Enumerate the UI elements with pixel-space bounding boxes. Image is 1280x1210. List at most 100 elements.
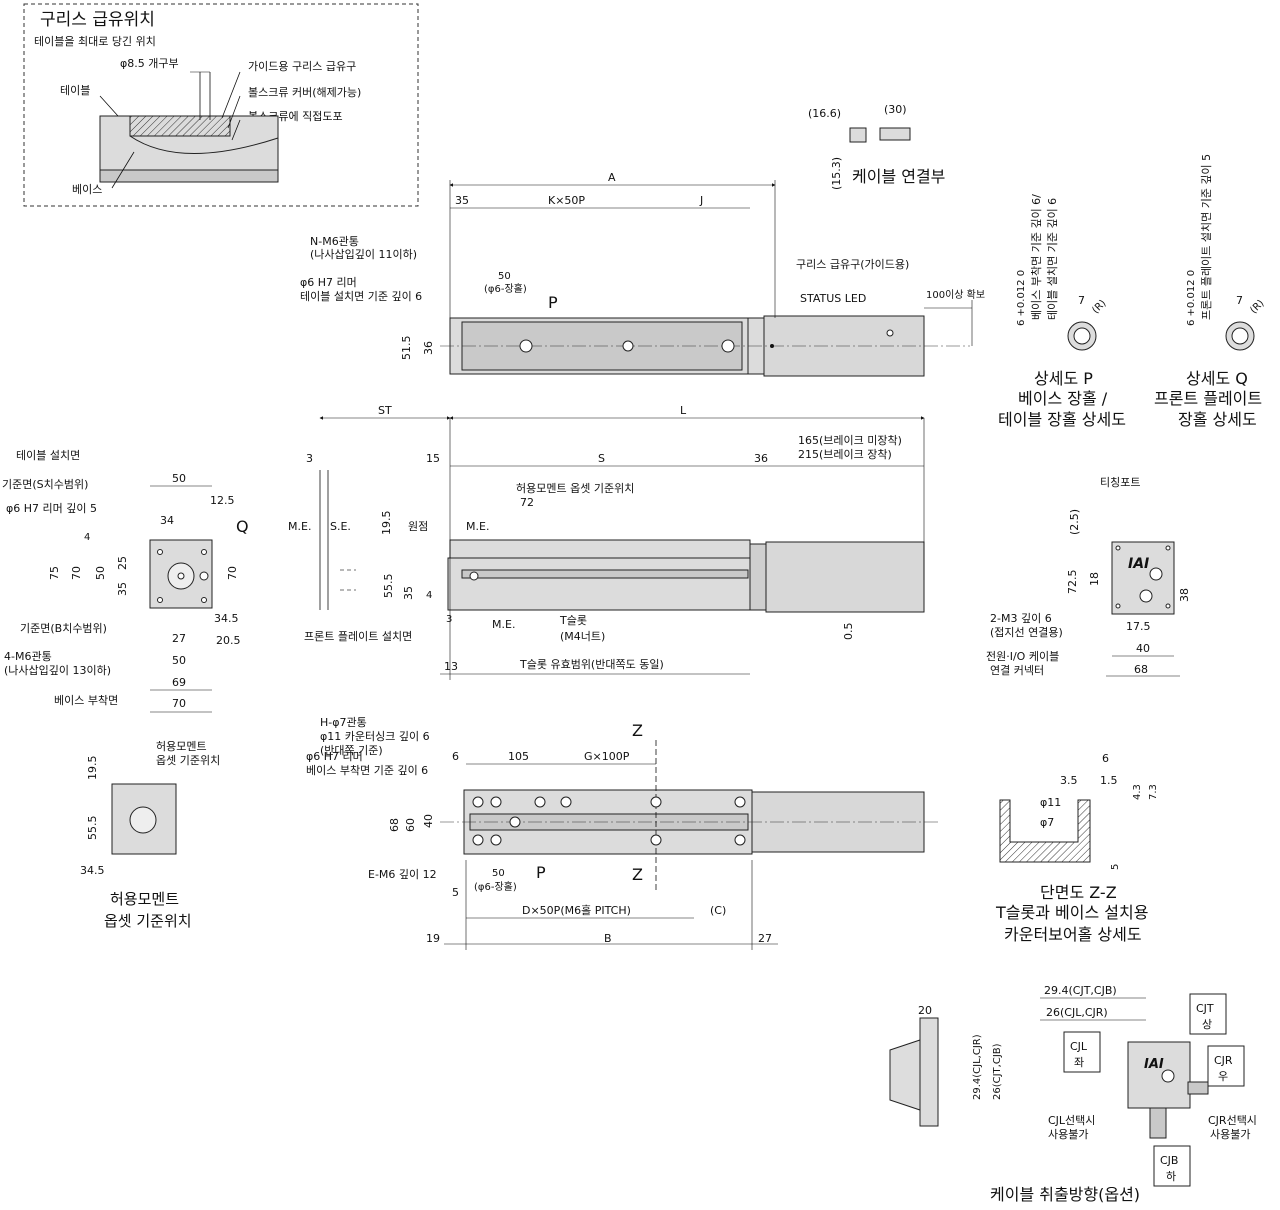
cjl-no2: 사용불가 [1048, 1128, 1088, 1141]
end-dim-125: 12.5 [210, 494, 235, 507]
moment-title1: 허용모멘트 [156, 740, 207, 753]
end-dim-27: 27 [172, 632, 186, 645]
detp-cap3: 테이블 장홀 상세도 [998, 410, 1126, 429]
top-view: A 35 K×50P J N-M6관통 (나사삽입깊이 11이하) φ6 H7 … [300, 171, 985, 377]
b-B: B [604, 932, 612, 945]
tslot-range: T슬롯 유효범위(반대쪽도 동일) [519, 657, 664, 671]
me-d725: 72.5 [1066, 570, 1079, 595]
b-d68: 68 [388, 818, 401, 832]
z-cap2: T슬롯과 베이스 설치용 [995, 903, 1148, 922]
b-d6: 6 [452, 750, 459, 763]
b-d50: 50 [492, 868, 505, 879]
iai-logo: IAI [1128, 556, 1149, 572]
reamer5-label: φ6 H7 리머 깊이 5 [6, 502, 97, 515]
h-label: H-φ7관통 [320, 716, 367, 729]
me-d175: 17.5 [1126, 620, 1151, 633]
dim-195: 19.5 [380, 511, 393, 536]
ref-b-label: 기준면(B치수범위) [20, 622, 107, 635]
b-d5: 5 [452, 886, 459, 899]
moment-d555: 55.5 [86, 816, 99, 841]
detq-R: (R) [1248, 298, 1266, 316]
teach-port-label: 티칭포트 [1100, 476, 1140, 489]
me-d40: 40 [1136, 642, 1150, 655]
cjl-no: CJL선택시 [1048, 1114, 1095, 1127]
end-dim-35: 35 [116, 582, 129, 596]
dim-kx50p: K×50P [548, 194, 585, 207]
tslot-label: T슬롯 [559, 614, 587, 627]
me-d25: (2.5) [1068, 509, 1081, 535]
dim-L: L [680, 404, 687, 417]
moment-cap2: 옵셋 기준위치 [104, 912, 192, 930]
moment-d195: 19.5 [86, 756, 99, 781]
dim-S: S [598, 452, 605, 465]
end-view: 테이블 설치면 기준면(S치수범위) φ6 H7 리머 깊이 5 50 12.5… [2, 449, 249, 713]
m4-nut-label: (M4너트) [560, 630, 605, 643]
z-mark-1: Z [632, 721, 643, 740]
nm6-label: N-M6관통 [310, 235, 359, 248]
m6-note: (나사삽입깊이 13이하) [4, 663, 111, 677]
detp-label1: 베이스 부착면 기준 깊이 6/ [1030, 194, 1043, 320]
cd-d26v: 26(CJT,CJB) [992, 1043, 1003, 1100]
end-dim-50b: 50 [172, 654, 186, 667]
detp-tol: 6 +0.012 0 [1016, 270, 1027, 326]
b-d50-slot: (φ6-장홀) [474, 880, 517, 893]
dim-05: 0.5 [842, 623, 855, 641]
dim-J: J [699, 194, 703, 207]
b-reamer2: 베이스 부착면 기준 깊이 6 [306, 764, 428, 777]
io-label: 전원·I/O 케이블 [986, 650, 1059, 663]
detp-d7: 7 [1078, 294, 1085, 307]
dim-3-side: 3 [446, 614, 452, 625]
dim-35-side: 35 [402, 586, 415, 600]
m3-label: 2-M3 깊이 6 [990, 612, 1052, 625]
cable-conn-title: 케이블 연결부 [852, 167, 945, 186]
z-d6: 6 [1102, 752, 1109, 765]
detail-Q: 프론트 플레이트 설치면 기준 깊이 5 6 +0.012 0 7 (R) 상세… [1154, 154, 1267, 429]
detp-cap1: 상세도 P [1034, 369, 1093, 388]
cjr-no: CJR선택시 [1208, 1114, 1257, 1127]
cable-connection-detail: (16.6) (30) (15.3) 케이블 연결부 [808, 103, 945, 190]
grease-title: 구리스 급유위치 [40, 10, 155, 30]
b-d19: 19 [426, 932, 440, 945]
detail-P-mark: P [548, 293, 558, 312]
cjb-dir: 하 [1166, 1169, 1176, 1183]
m3-note: (접지선 연결용) [990, 626, 1063, 639]
dim-555: 55.5 [382, 574, 395, 599]
z-d43: 4.3 [1132, 784, 1143, 800]
h-label2: φ11 카운터싱크 깊이 6 [320, 730, 430, 743]
opening-label: φ8.5 개구부 [120, 57, 179, 70]
dim-50: 50 [498, 271, 511, 282]
dim-ST: ST [378, 404, 392, 417]
detq-label1: 프론트 플레이트 설치면 기준 깊이 5 [1200, 154, 1213, 320]
end-dim-25: 25 [116, 556, 129, 570]
end-dim-70: 70 [70, 566, 83, 580]
z-mark-2: Z [632, 865, 643, 884]
end-dim-50v: 50 [94, 566, 107, 580]
detq-cap1: 상세도 Q [1186, 369, 1248, 388]
cjt-dir: 상 [1202, 1018, 1212, 1031]
reamer-note: 테이블 설치면 기준 깊이 6 [300, 290, 422, 303]
moment-label: 허용모멘트 옵셋 기준위치 [516, 482, 634, 495]
end-dim-70b: 70 [172, 697, 186, 710]
grease-subtitle: 테이블을 최대로 당긴 위치 [34, 35, 156, 48]
detail-Q-mark: Q [236, 517, 249, 536]
b-d105: 105 [508, 750, 529, 763]
end-dim-345: 34.5 [214, 612, 239, 625]
z-p7: φ7 [1040, 816, 1054, 829]
end-dim-69: 69 [172, 676, 186, 689]
moment-d345: 34.5 [80, 864, 105, 877]
z-d5: 5 [1110, 864, 1121, 870]
cjr-no2: 사용불가 [1210, 1128, 1250, 1141]
origin-label: 원점 [408, 520, 428, 533]
status-led-label: STATUS LED [800, 292, 866, 305]
grease-position-box: 구리스 급유위치 테이블을 최대로 당긴 위치 φ8.5 개구부 가이드용 구리… [23, 3, 419, 207]
se: S.E. [330, 520, 351, 533]
b-C: (C) [710, 904, 726, 917]
dim-13: 13 [444, 660, 458, 673]
z-d35: 3.5 [1060, 774, 1078, 787]
io-label2: 연결 커넥터 [990, 664, 1044, 677]
b-d60: 60 [404, 818, 417, 832]
bottom-view: H-φ7관통 φ11 카운터싱크 깊이 6 (반대쪽 기준) φ6 H7 리머 … [306, 716, 940, 950]
iai-logo-2: IAI [1144, 1057, 1164, 1072]
b-g: G×100P [584, 750, 630, 763]
end-dim-75: 75 [48, 566, 61, 580]
